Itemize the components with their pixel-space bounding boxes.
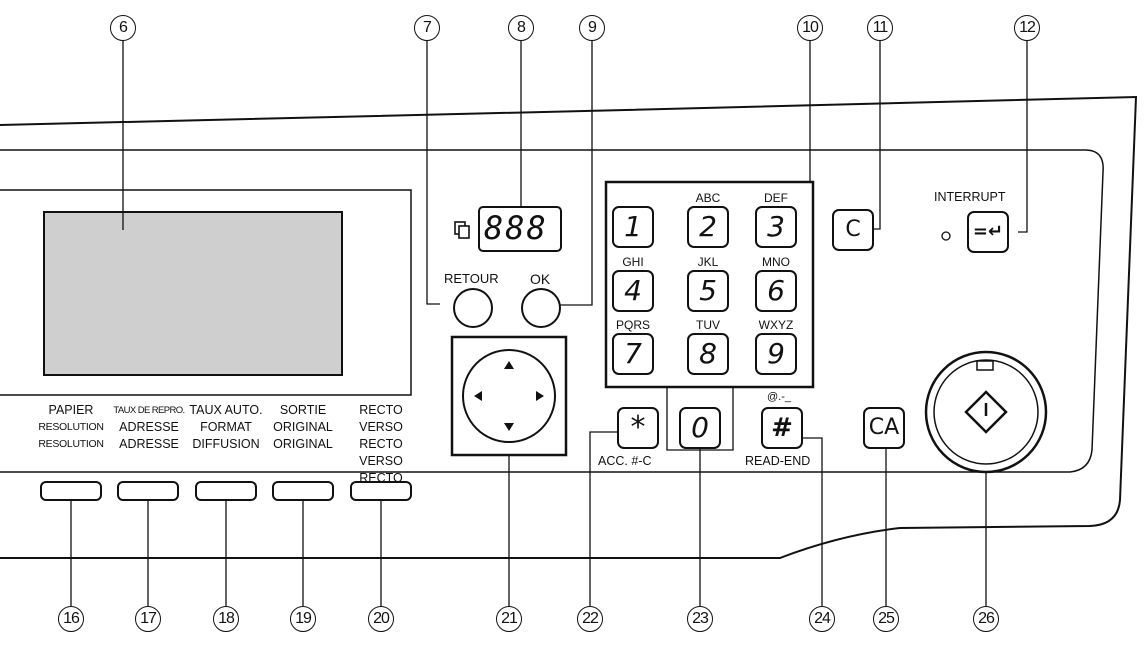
soft-key-4-line2: ORIGINAL [273, 420, 333, 434]
arrow-up-icon [504, 361, 514, 369]
start-indicator-lamp [976, 360, 994, 371]
key-2[interactable]: 2 [687, 206, 729, 248]
arrow-key-ring [462, 349, 556, 443]
clear-all-key[interactable]: CA [863, 407, 905, 449]
key-5[interactable]: 5 [687, 270, 729, 312]
callout-26: 26 [973, 606, 999, 632]
interrupt-label: INTERRUPT [934, 190, 1006, 204]
key-8[interactable]: 8 [687, 333, 729, 375]
lcd-bezel [0, 189, 412, 396]
soft-key-3-line1: TAUX AUTO. [189, 403, 263, 417]
key-8-letters: TUV [696, 318, 720, 332]
callout-11: 11 [867, 15, 893, 41]
start-button[interactable] [926, 352, 1046, 472]
interrupt-lamp [941, 231, 951, 241]
soft-key-3-line3: DIFFUSION [192, 437, 260, 451]
leader-lines [70, 40, 1028, 606]
soft-key-1[interactable] [40, 481, 102, 501]
callout-18: 18 [213, 606, 239, 632]
arrow-right-icon [536, 391, 544, 401]
soft-key-5[interactable] [350, 481, 412, 501]
soft-key-4[interactable] [272, 481, 334, 501]
arrow-keys-button[interactable] [463, 350, 555, 442]
callout-22: 22 [577, 606, 603, 632]
soft-key-4-line1: SORTIE [279, 403, 327, 417]
ok-button[interactable] [521, 288, 561, 328]
ok-label: OK [530, 271, 551, 287]
key-6[interactable]: 6 [755, 270, 797, 312]
callout-12: 12 [1014, 15, 1040, 41]
callout-25: 25 [873, 606, 899, 632]
start-diamond [964, 390, 1008, 434]
soft-key-5-line1: RECTO VERSO [359, 403, 403, 434]
key-9[interactable]: 9 [755, 333, 797, 375]
hash-key[interactable]: # [761, 407, 803, 449]
key-1[interactable]: 1 [612, 206, 654, 248]
copies-icon [454, 221, 470, 239]
hash-key-label: READ-END [745, 454, 811, 468]
soft-key-1-line3: RESOLUTION [38, 438, 104, 450]
keypad-frame [604, 180, 815, 389]
key-9-letters: WXYZ [758, 318, 794, 332]
callout-19: 19 [290, 606, 316, 632]
arrow-left-icon [474, 391, 482, 401]
key-0[interactable]: 0 [679, 407, 721, 449]
soft-key-2-line2: ADRESSE [119, 420, 179, 434]
soft-key-2-labels: TAUX DE REPRO. ADRESSE ADRESSE [110, 402, 188, 453]
arrow-down-icon [504, 423, 514, 431]
lcd-screen [43, 211, 343, 376]
star-key-label: ACC. #-C [598, 454, 652, 468]
retour-button[interactable] [453, 288, 493, 328]
soft-key-1-line2: RESOLUTION [38, 421, 104, 433]
clear-key[interactable]: C [832, 209, 874, 251]
callout-24: 24 [809, 606, 835, 632]
callout-7: 7 [414, 15, 440, 41]
soft-key-2-line1: TAUX DE REPRO. [113, 405, 185, 416]
soft-key-1-labels: PAPIER RESOLUTION RESOLUTION [30, 402, 112, 453]
key-3[interactable]: 3 [755, 206, 797, 248]
key-4-letters: GHI [622, 255, 644, 269]
soft-key-4-labels: SORTIE ORIGINAL ORIGINAL [264, 402, 342, 453]
soft-key-3[interactable] [195, 481, 257, 501]
callout-9: 9 [579, 15, 605, 41]
soft-key-5-line2: RECTO VERSO [359, 437, 403, 468]
key-3-letters: DEF [764, 191, 788, 205]
interrupt-key[interactable]: =↵ [967, 211, 1009, 253]
key-2-letters: ABC [695, 191, 721, 205]
callout-20: 20 [368, 606, 394, 632]
soft-key-3-line2: FORMAT [200, 420, 252, 434]
start-button-inner [933, 359, 1039, 465]
key-7-letters: PQRS [615, 318, 650, 332]
callout-6: 6 [110, 15, 136, 41]
retour-label: RETOUR [444, 271, 499, 286]
panel-inner-outline [0, 149, 1104, 473]
hash-key-symbols: @.-_ [767, 391, 792, 403]
star-key[interactable]: * [617, 407, 659, 449]
callout-17: 17 [135, 606, 161, 632]
callout-8: 8 [508, 15, 534, 41]
key-4[interactable]: 4 [612, 270, 654, 312]
soft-key-2[interactable] [117, 481, 179, 501]
callout-10: 10 [797, 15, 823, 41]
soft-key-1-line1: PAPIER [48, 403, 94, 417]
key-6-letters: MNO [762, 255, 790, 269]
soft-key-3-labels: TAUX AUTO. FORMAT DIFFUSION [186, 402, 266, 453]
counter-digits: 888 [484, 209, 548, 247]
callout-16: 16 [58, 606, 84, 632]
soft-key-2-line3: ADRESSE [119, 437, 179, 451]
callout-23: 23 [687, 606, 713, 632]
callout-21: 21 [496, 606, 522, 632]
arrow-keys [474, 361, 544, 431]
soft-key-4-line3: ORIGINAL [273, 437, 333, 451]
key-7[interactable]: 7 [612, 333, 654, 375]
copy-counter-display [478, 206, 562, 252]
key-5-letters: JKL [697, 255, 719, 269]
